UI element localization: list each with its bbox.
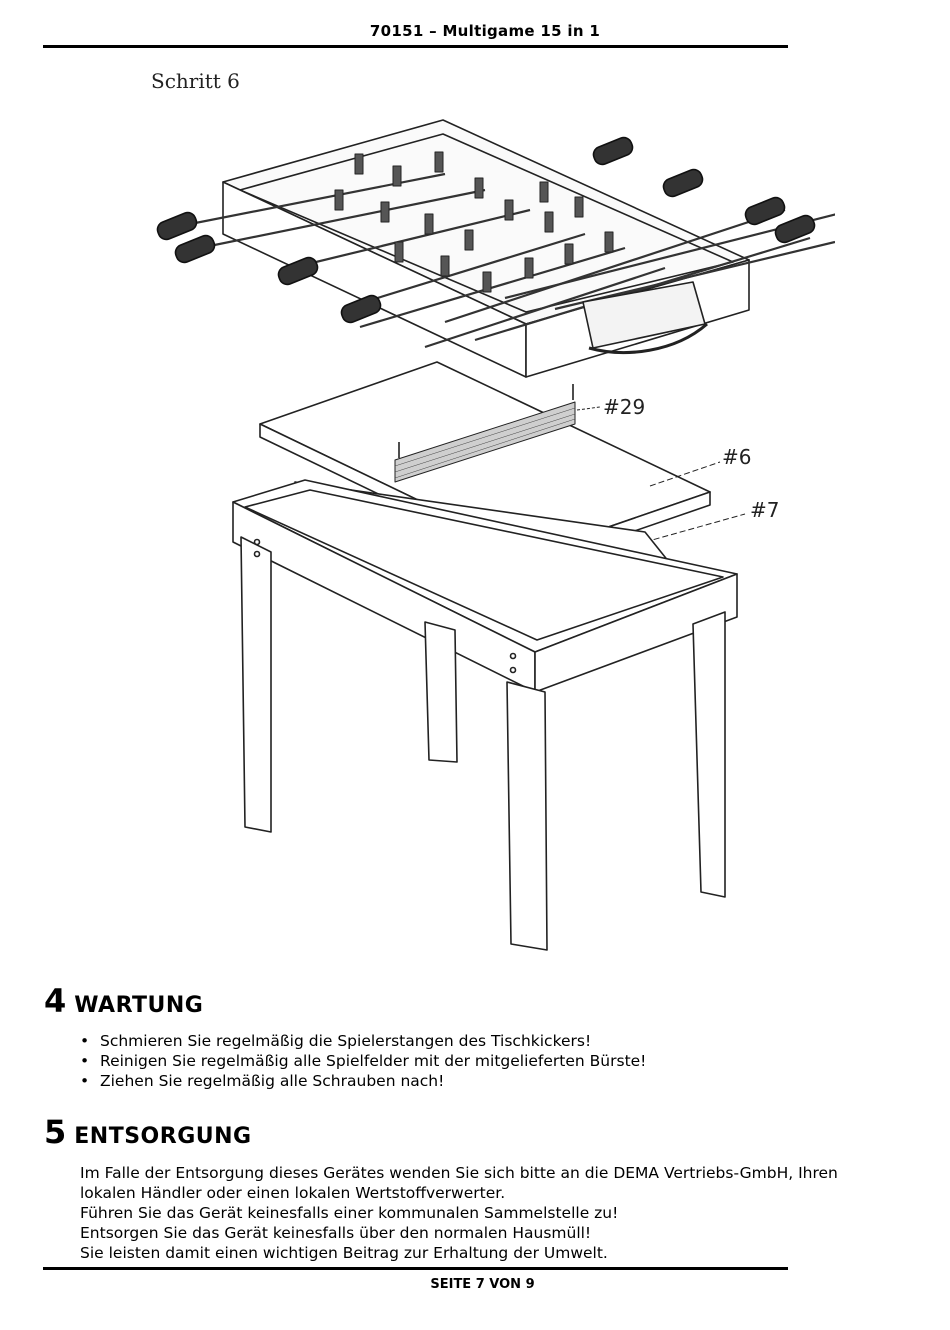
step-label: Schritt 6 (151, 69, 240, 93)
foosball-top (156, 119, 835, 378)
base-table (232, 479, 738, 951)
paragraph-line: lokalen Händler oder einen lokalen Werts… (80, 1184, 506, 1202)
page-number: SEITE 7 VON 9 (430, 1277, 535, 1292)
document-header-title: 70151 – Multigame 15 in 1 (369, 22, 601, 40)
header-rule (43, 45, 788, 48)
callout-6: #6 (722, 445, 751, 469)
callout-7: #7 (750, 498, 779, 522)
section-5-number: 5 (44, 1113, 67, 1151)
disposal-paragraph: Im Falle der Entsorgung dieses Gerätes w… (80, 1163, 900, 1263)
section-4-title: WARTUNG (74, 993, 204, 1018)
list-item: Ziehen Sie regelmäßig alle Schrauben nac… (78, 1071, 646, 1091)
section-5-heading: 5 ENTSORGUNG (44, 1113, 252, 1151)
callout-29: #29 (603, 395, 645, 419)
paragraph-line: Sie leisten damit einen wichtigen Beitra… (80, 1244, 608, 1262)
section-5-title: ENTSORGUNG (74, 1124, 252, 1149)
paragraph-line: Führen Sie das Gerät keinesfalls einer k… (80, 1204, 619, 1222)
paragraph-line: Im Falle der Entsorgung dieses Gerätes w… (80, 1164, 838, 1182)
list-item: Reinigen Sie regelmäßig alle Spielfelder… (78, 1051, 646, 1071)
assembly-illustration: Schritt 6 (145, 62, 835, 962)
footer-rule (43, 1267, 788, 1270)
maintenance-list: Schmieren Sie regelmäßig die Spielerstan… (78, 1031, 646, 1091)
paragraph-line: Entsorgen Sie das Gerät keinesfalls über… (80, 1224, 592, 1242)
section-4-number: 4 (44, 982, 67, 1020)
section-4-heading: 4 WARTUNG (44, 982, 203, 1020)
list-item: Schmieren Sie regelmäßig die Spielerstan… (78, 1031, 646, 1051)
